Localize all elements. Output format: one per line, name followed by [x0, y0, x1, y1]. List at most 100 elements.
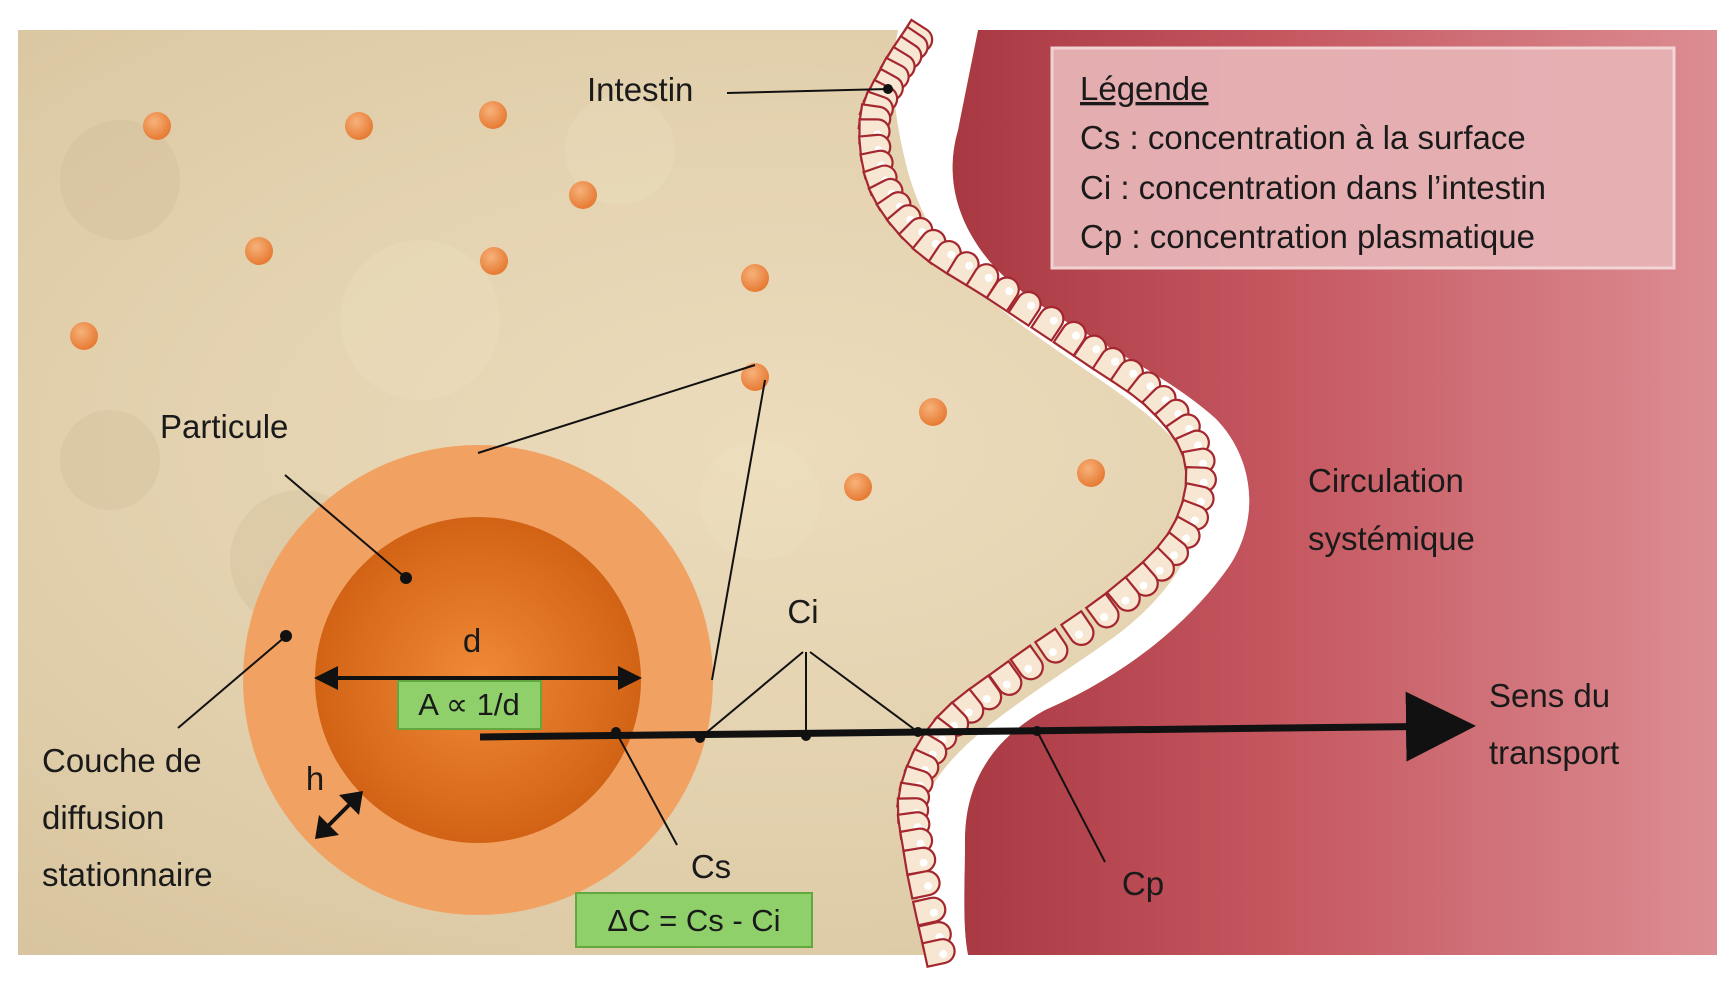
villus-cell-nucleus	[1072, 331, 1081, 340]
mucosa-band	[893, 30, 1250, 955]
area-formula-box	[397, 680, 542, 730]
thickness-arrow	[315, 791, 363, 839]
villus-cell-nucleus	[1048, 648, 1057, 657]
villus-cell-body	[985, 276, 1020, 313]
villus-cell-nucleus	[1049, 316, 1058, 325]
particle-dot	[479, 101, 507, 129]
area-formula: A ∝ 1/d	[418, 687, 519, 722]
particle-dot	[345, 112, 373, 140]
legend-box	[1050, 46, 1676, 270]
legend-item-ci: Ci : concentration dans l’intestin	[1080, 169, 1546, 206]
villus-cell	[921, 938, 956, 969]
villus-cell	[1105, 575, 1141, 612]
villus-cell	[1033, 627, 1069, 664]
cs-label: Cs	[691, 848, 731, 885]
legend-item-cs: Cs : concentration à la surface	[1080, 119, 1526, 156]
d-label: d	[463, 622, 481, 659]
villus-cell-nucleus	[1129, 369, 1138, 378]
villus-cell-body	[1009, 644, 1044, 681]
intestin-label: Intestin	[587, 71, 693, 108]
particle-dot	[844, 473, 872, 501]
particle-dot	[245, 237, 273, 265]
particle-dot	[569, 181, 597, 209]
villus-cell	[906, 870, 941, 900]
villus-cell-body	[1033, 627, 1069, 664]
villus-cell-body	[906, 870, 941, 900]
sens-label-line1: Sens du	[1489, 677, 1610, 714]
cp-label: Cp	[1122, 865, 1164, 902]
villus-cell	[1009, 644, 1044, 681]
leader-dots	[280, 84, 1042, 743]
villus-cell-nucleus	[1199, 459, 1208, 468]
villus-cell-nucleus	[947, 250, 956, 259]
villus-cell-nucleus	[1002, 680, 1011, 689]
delta-formula-box	[575, 892, 813, 948]
epithelial-villi	[857, 18, 1217, 969]
villus-cell-nucleus	[1027, 301, 1036, 310]
villus-cell-nucleus	[984, 273, 993, 282]
zoom-line	[711, 379, 766, 681]
villus-cell-nucleus	[1074, 630, 1083, 639]
h-label: h	[306, 760, 324, 797]
couche-label-line1: Couche de	[42, 742, 202, 779]
villus-cell-body	[1105, 575, 1141, 612]
villus-cell-nucleus	[1190, 516, 1199, 525]
villus-cell-body	[1029, 305, 1065, 343]
villus-cell-nucleus	[982, 694, 991, 703]
dissolved-particles	[70, 101, 1105, 501]
particle-dot	[143, 112, 171, 140]
villus-cell-nucleus	[1121, 596, 1130, 605]
villus-cell-nucleus	[1146, 382, 1155, 391]
couche-label-line2: diffusion	[42, 799, 164, 836]
villus-cell-nucleus	[1199, 478, 1208, 487]
villus-cell	[1007, 290, 1042, 328]
villus-cell-nucleus	[965, 261, 974, 270]
villus-cell-nucleus	[1196, 497, 1205, 506]
villus-cell-nucleus	[919, 858, 928, 867]
particle-dot	[741, 264, 769, 292]
villus-cell-body	[1084, 592, 1120, 629]
legend-title: Légende	[1080, 70, 1208, 107]
leader-lines	[177, 88, 1106, 863]
villus-cell	[1029, 305, 1065, 343]
transport-arrow	[479, 691, 1476, 762]
villus-cell-nucleus	[1182, 534, 1191, 543]
villus-cell-body	[1059, 609, 1095, 646]
particle-dot	[919, 398, 947, 426]
diameter-arrow	[314, 666, 642, 690]
zoom-line	[477, 364, 756, 454]
villus-cell-nucleus	[1139, 581, 1148, 590]
particle-dot	[1077, 459, 1105, 487]
villus-cell	[911, 896, 947, 927]
legend-item-cp: Cp : concentration plasmatique	[1080, 218, 1535, 255]
villus-cell	[1084, 592, 1120, 629]
villus-cell	[1059, 609, 1095, 646]
circulation-label-line2: systémique	[1308, 520, 1475, 557]
villus-cell-nucleus	[1092, 345, 1101, 354]
villus-cell-nucleus	[1024, 664, 1033, 673]
couche-label-line3: stationnaire	[42, 856, 213, 893]
villus-cell-body	[921, 938, 956, 969]
particule-label: Particule	[160, 408, 288, 445]
villus-cell-nucleus	[1111, 357, 1120, 366]
villus-cell-nucleus	[1170, 551, 1179, 560]
villus-cell-nucleus	[1194, 441, 1203, 450]
villus-cell-nucleus	[929, 908, 938, 917]
circulation-label-line1: Circulation	[1308, 462, 1464, 499]
villus-cell-body	[1007, 290, 1042, 328]
villus-cell-nucleus	[939, 950, 948, 959]
villus-cell	[1052, 320, 1087, 358]
villus-cell-nucleus	[916, 839, 925, 848]
villus-cell-nucleus	[964, 708, 973, 717]
villus-cell-nucleus	[1005, 287, 1014, 296]
particle-dot	[480, 247, 508, 275]
villus-cell-nucleus	[931, 239, 940, 248]
villus-cell-nucleus	[924, 882, 933, 891]
villus-cell-nucleus	[1100, 613, 1109, 622]
sens-label-line2: transport	[1489, 734, 1619, 771]
villus-cell-nucleus	[1155, 566, 1164, 575]
ci-label: Ci	[787, 593, 818, 630]
particle-dot	[741, 363, 769, 391]
villus-cell	[985, 276, 1020, 313]
